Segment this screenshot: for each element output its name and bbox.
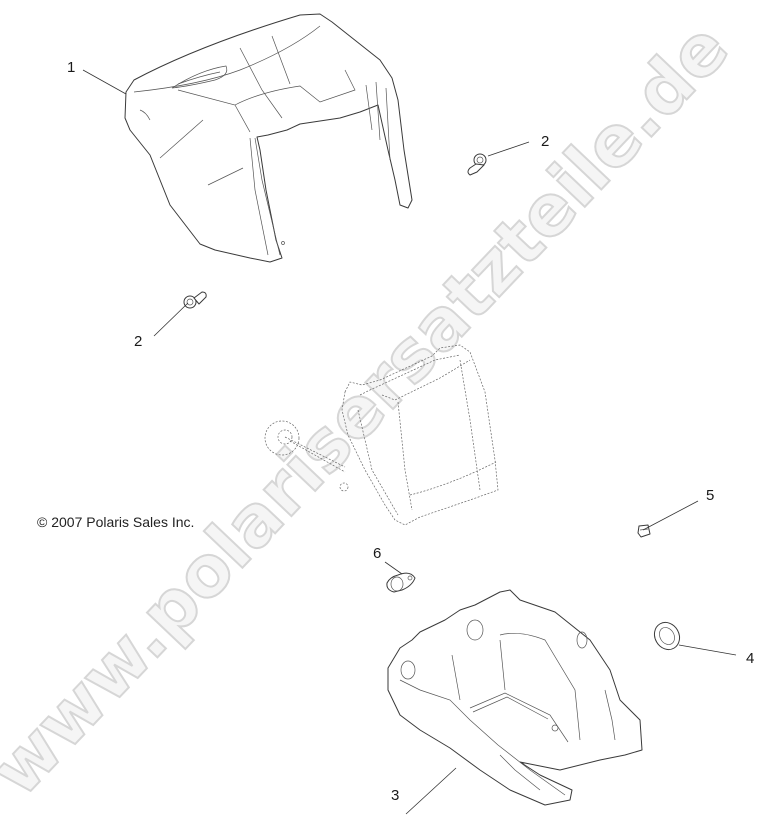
headlight-assembly (264, 344, 499, 526)
part-1-upper-cover[interactable] (124, 13, 413, 263)
callout-2-left[interactable]: 2 (134, 333, 143, 350)
leader-6 (384, 561, 403, 575)
part-4-grommet-ring[interactable] (650, 618, 685, 654)
callout-6[interactable]: 6 (373, 545, 382, 562)
leader-1 (82, 69, 127, 95)
callout-2-right[interactable]: 2 (541, 133, 550, 150)
part-2-screw-right[interactable] (467, 153, 487, 176)
leader-4 (678, 644, 737, 656)
leader-2b (153, 302, 189, 337)
part-5-clip-nut[interactable] (637, 524, 651, 538)
leader-2a (487, 141, 530, 157)
callout-4[interactable]: 4 (746, 650, 755, 667)
leader-5 (642, 500, 699, 531)
leader-lines (82, 69, 737, 815)
part-2-screw-left[interactable] (183, 291, 207, 309)
leader-3 (405, 767, 457, 815)
part-6-socket-cap[interactable] (386, 572, 416, 593)
part-3-lower-housing[interactable] (387, 589, 643, 806)
copyright-notice: © 2007 Polaris Sales Inc. (37, 514, 195, 530)
callout-5[interactable]: 5 (706, 487, 715, 504)
callout-3[interactable]: 3 (391, 787, 400, 804)
callout-1[interactable]: 1 (67, 59, 76, 76)
